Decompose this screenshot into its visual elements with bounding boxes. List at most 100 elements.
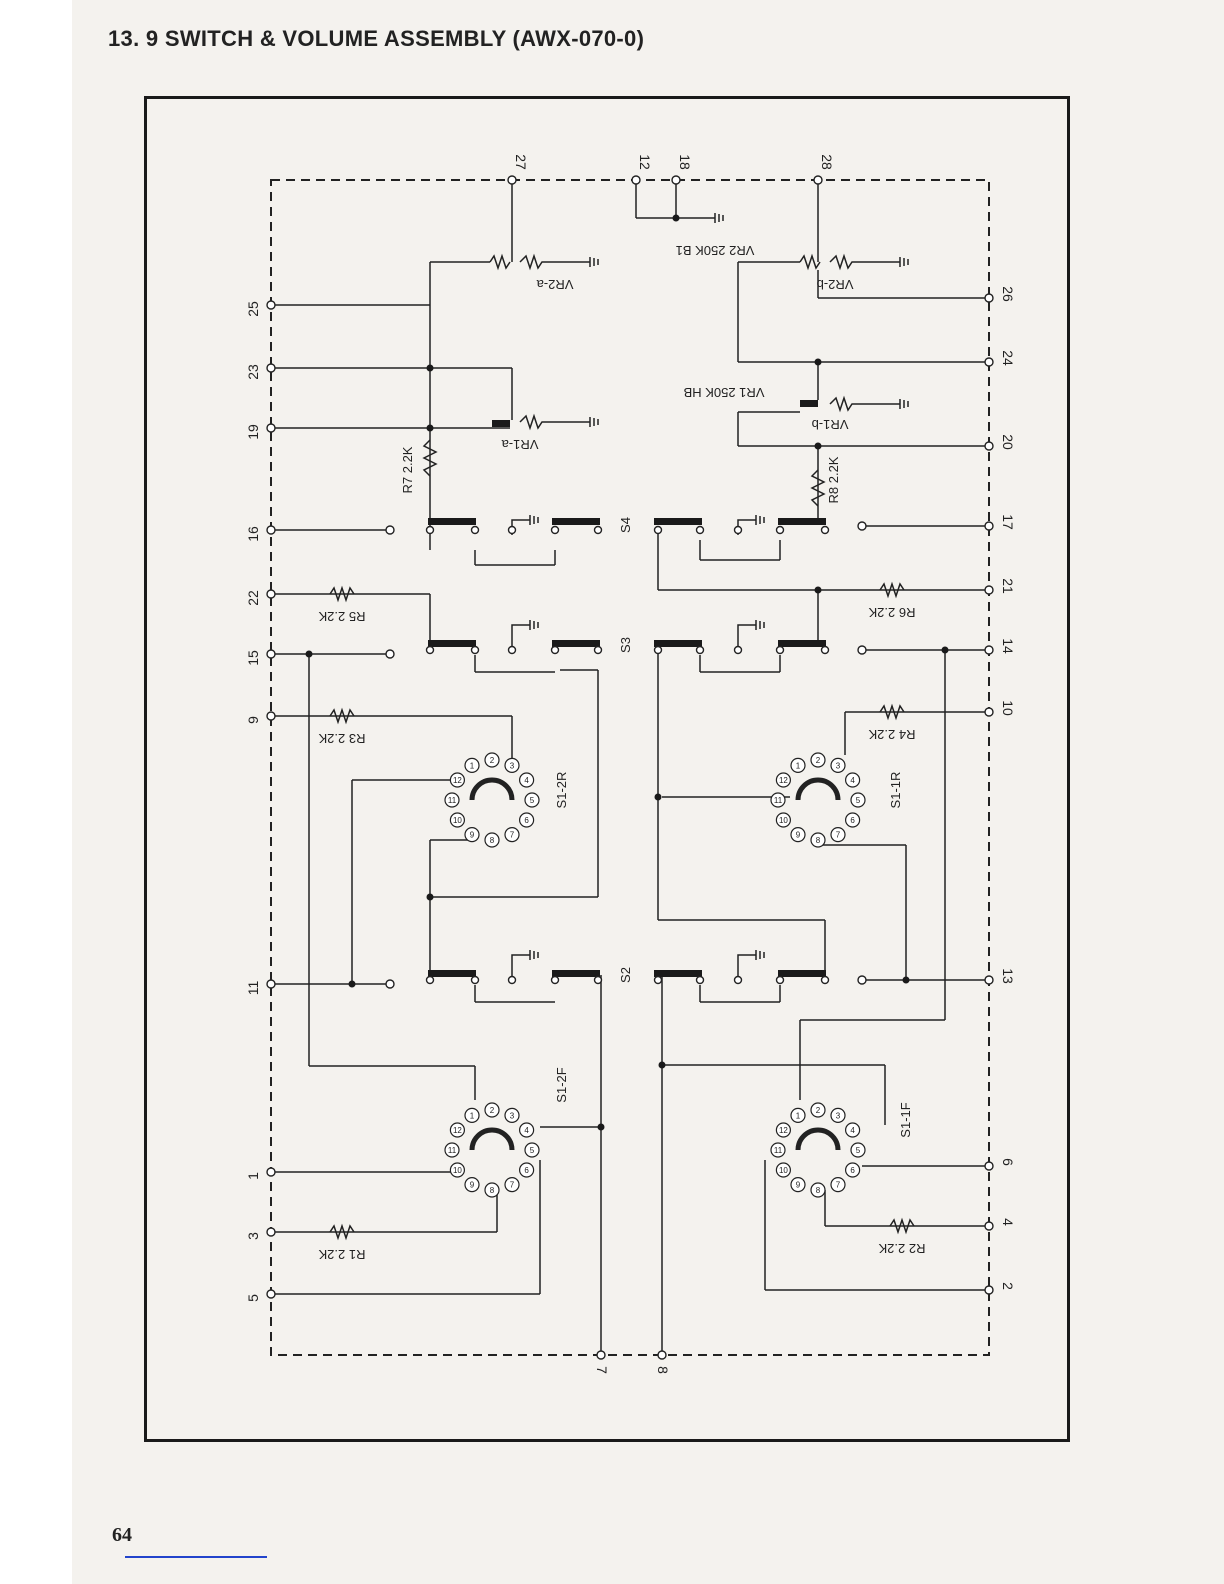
s1-1r-contact-number: 5 <box>856 796 861 805</box>
r1-label: R1 2.2K <box>318 1247 365 1262</box>
terminal-label-right: 24 <box>1000 350 1016 366</box>
s1-1f-contact <box>790 1107 806 1124</box>
s1-1f-contact-number: 7 <box>836 1181 841 1190</box>
page-link-underline <box>125 1556 267 1558</box>
s1-2r-contact-number: 10 <box>453 816 462 825</box>
s1-1r-label: S1-1R <box>888 772 903 809</box>
s1-1f-contact-number: 2 <box>816 1106 821 1115</box>
terminal-label-right: 17 <box>1000 514 1016 530</box>
terminal-label-left: 19 <box>245 424 261 440</box>
terminal-label-left: 15 <box>245 650 261 666</box>
terminal-label-left: 5 <box>245 1294 261 1302</box>
s1-1r-wiper-arc <box>795 777 841 801</box>
s1-2f-label: S1-2F <box>554 1067 569 1102</box>
s1-1r-contact-number: 8 <box>816 836 821 845</box>
s1-1r-contact-number: 1 <box>796 761 801 770</box>
s1-2f-contact-number: 9 <box>470 1181 475 1190</box>
r6-label: R6 2.2K <box>868 605 915 620</box>
s1-2f-contact-number: 5 <box>530 1146 535 1155</box>
s1-1r-contact-number: 6 <box>850 816 855 825</box>
s1-1f-contact <box>775 1122 792 1138</box>
s1-1r-contact <box>844 812 861 828</box>
s1-2f-contact-number: 1 <box>470 1111 475 1120</box>
s1-2r-contact-number: 3 <box>510 761 515 770</box>
s2-label: S2 <box>618 967 633 983</box>
terminal-label-right: 10 <box>1000 700 1016 716</box>
terminal-label-top: 28 <box>819 154 835 170</box>
s1-2f-contact-number: 12 <box>453 1126 462 1135</box>
s1-1r-contact <box>790 757 806 774</box>
s1-2f-contact <box>484 1182 500 1198</box>
s1-2f-contact <box>504 1176 520 1193</box>
s1-1f-contact <box>810 1182 826 1198</box>
s1-1f-contact-number: 4 <box>850 1126 855 1135</box>
s1-1f-contact <box>844 1162 861 1178</box>
s1-1f-label: S1-1F <box>898 1102 913 1137</box>
terminal-label-top: 12 <box>637 154 653 170</box>
s1-1r-contact-number: 10 <box>779 816 788 825</box>
s1-2f-contact-number: 8 <box>490 1186 495 1195</box>
s1-2f-contact-number: 7 <box>510 1181 515 1190</box>
terminal-label-top: 27 <box>513 154 529 170</box>
terminal-label-bottom: 7 <box>594 1366 610 1374</box>
s1-1f-contact-number: 11 <box>774 1146 783 1155</box>
s1-2r-contact-number: 8 <box>490 836 495 845</box>
terminal-label-right: 21 <box>1000 578 1016 594</box>
s1-1f-contact-number: 8 <box>816 1186 821 1195</box>
s1-1r-contact-number: 4 <box>850 776 855 785</box>
s1-2f-contact <box>518 1162 535 1178</box>
s1-2f-contact <box>449 1162 465 1178</box>
s1-2r-contact-number: 12 <box>453 776 462 785</box>
s1-2r-contact-number: 5 <box>530 796 535 805</box>
s1-2r-contact-number: 7 <box>510 831 515 840</box>
page-number: 64 <box>112 1524 132 1546</box>
s1-1f-contact <box>844 1122 861 1138</box>
r3-label: R3 2.2K <box>318 731 365 746</box>
s1-2f-contact <box>484 1102 500 1118</box>
r2-label: R2 2.2K <box>878 1241 925 1256</box>
vr1-label: VR1 250K HB <box>684 385 765 400</box>
terminal-label-right: 14 <box>1000 638 1016 654</box>
terminal-label-left: 9 <box>245 716 261 724</box>
s1-2r-contact <box>484 752 500 768</box>
s1-2f-contact <box>524 1142 540 1158</box>
s1-1r-contact-number: 2 <box>816 756 821 765</box>
terminal-label-right: 6 <box>1000 1158 1016 1166</box>
terminal-label-left: 16 <box>245 526 261 542</box>
s1-2r-contact-number: 4 <box>524 776 529 785</box>
r7-label: R7 2.2K <box>400 446 415 493</box>
s1-2f-contact <box>464 1176 480 1193</box>
s1-1f-contact <box>810 1102 826 1118</box>
r4-label: R4 2.2K <box>868 727 915 742</box>
terminal-label-right: 4 <box>1000 1218 1016 1226</box>
s1-2r-contact <box>524 792 540 808</box>
vr1b-label: VR1-b <box>812 417 849 432</box>
s3-label: S3 <box>618 637 633 653</box>
s1-1f-contact <box>775 1162 792 1178</box>
s1-1f-contact <box>790 1176 806 1193</box>
s1-1f-contact-number: 1 <box>796 1111 801 1120</box>
s1-1f-contact-number: 5 <box>856 1146 861 1155</box>
s1-1r-contact <box>810 752 826 768</box>
terminal-label-right: 20 <box>1000 434 1016 450</box>
s1-2r-wiper-arc <box>469 777 515 801</box>
s1-2f-contact-number: 10 <box>453 1166 462 1175</box>
terminal-label-left: 22 <box>245 590 261 606</box>
r5-label: R5 2.2K <box>318 609 365 624</box>
s1-1f-contact-number: 10 <box>779 1166 788 1175</box>
s1-1r-contact <box>830 826 846 843</box>
s1-2r-contact <box>464 826 480 843</box>
s1-2r-contact <box>449 772 465 788</box>
s1-2r-contact-number: 11 <box>448 796 457 805</box>
s1-1f-contact-number: 3 <box>836 1111 841 1120</box>
s1-2r-contact-number: 6 <box>524 816 529 825</box>
s1-2f-contact <box>464 1107 480 1124</box>
s1-2f-contact <box>504 1107 520 1124</box>
s1-1r-contact <box>830 757 846 774</box>
s1-1r-contact-number: 9 <box>796 831 801 840</box>
s1-1r-contact-number: 11 <box>774 796 783 805</box>
s1-2r-contact <box>484 832 500 848</box>
s1-2f-contact-number: 4 <box>524 1126 529 1135</box>
s1-1r-contact <box>775 812 792 828</box>
s1-1f-contact-number: 9 <box>796 1181 801 1190</box>
